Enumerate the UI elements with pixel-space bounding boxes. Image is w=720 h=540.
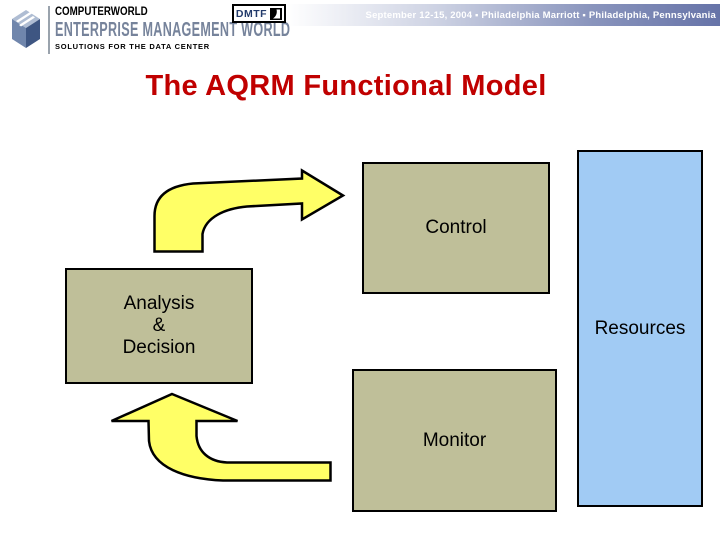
logo-name-text: ENTERPRISE MANAGEMENT WORLD bbox=[55, 19, 291, 41]
page-title: The AQRM Functional Model bbox=[145, 70, 547, 102]
resources-box: Resources bbox=[577, 150, 703, 507]
control-box-label: Control bbox=[425, 217, 487, 238]
event-info-bar: September 12-15, 2004 ▪ Philadelphia Mar… bbox=[286, 4, 720, 26]
resources-box-label: Resources bbox=[594, 317, 686, 339]
logo-divider bbox=[48, 6, 50, 54]
arrow-analysis-to-control-icon bbox=[153, 168, 346, 253]
monitor-box-label: Monitor bbox=[422, 429, 487, 451]
analysis-decision-box: Analysis & Decision bbox=[65, 268, 253, 384]
logo-brand-text: COMPUTERWORLD bbox=[55, 6, 148, 18]
dmtf-label: DMTF bbox=[235, 7, 268, 20]
computerworld-logo: COMPUTERWORLD ENTERPRISE MANAGEMENT WORL… bbox=[8, 6, 429, 54]
computerworld-cube-icon bbox=[12, 10, 40, 48]
monitor-box: Monitor bbox=[352, 369, 557, 512]
logo-tagline-text: SOLUTIONS FOR THE DATA CENTER bbox=[55, 42, 210, 51]
analysis-decision-line: & bbox=[152, 315, 166, 336]
control-box: Control bbox=[362, 162, 550, 294]
analysis-decision-line: Decision bbox=[122, 337, 196, 358]
event-info-text: September 12-15, 2004 ▪ Philadelphia Mar… bbox=[365, 9, 716, 21]
dmtf-logo: DMTF bbox=[232, 4, 286, 23]
arrow-monitor-to-analysis-icon bbox=[110, 392, 332, 482]
dmtf-document-icon bbox=[270, 7, 283, 20]
analysis-decision-line: Analysis bbox=[123, 293, 195, 314]
